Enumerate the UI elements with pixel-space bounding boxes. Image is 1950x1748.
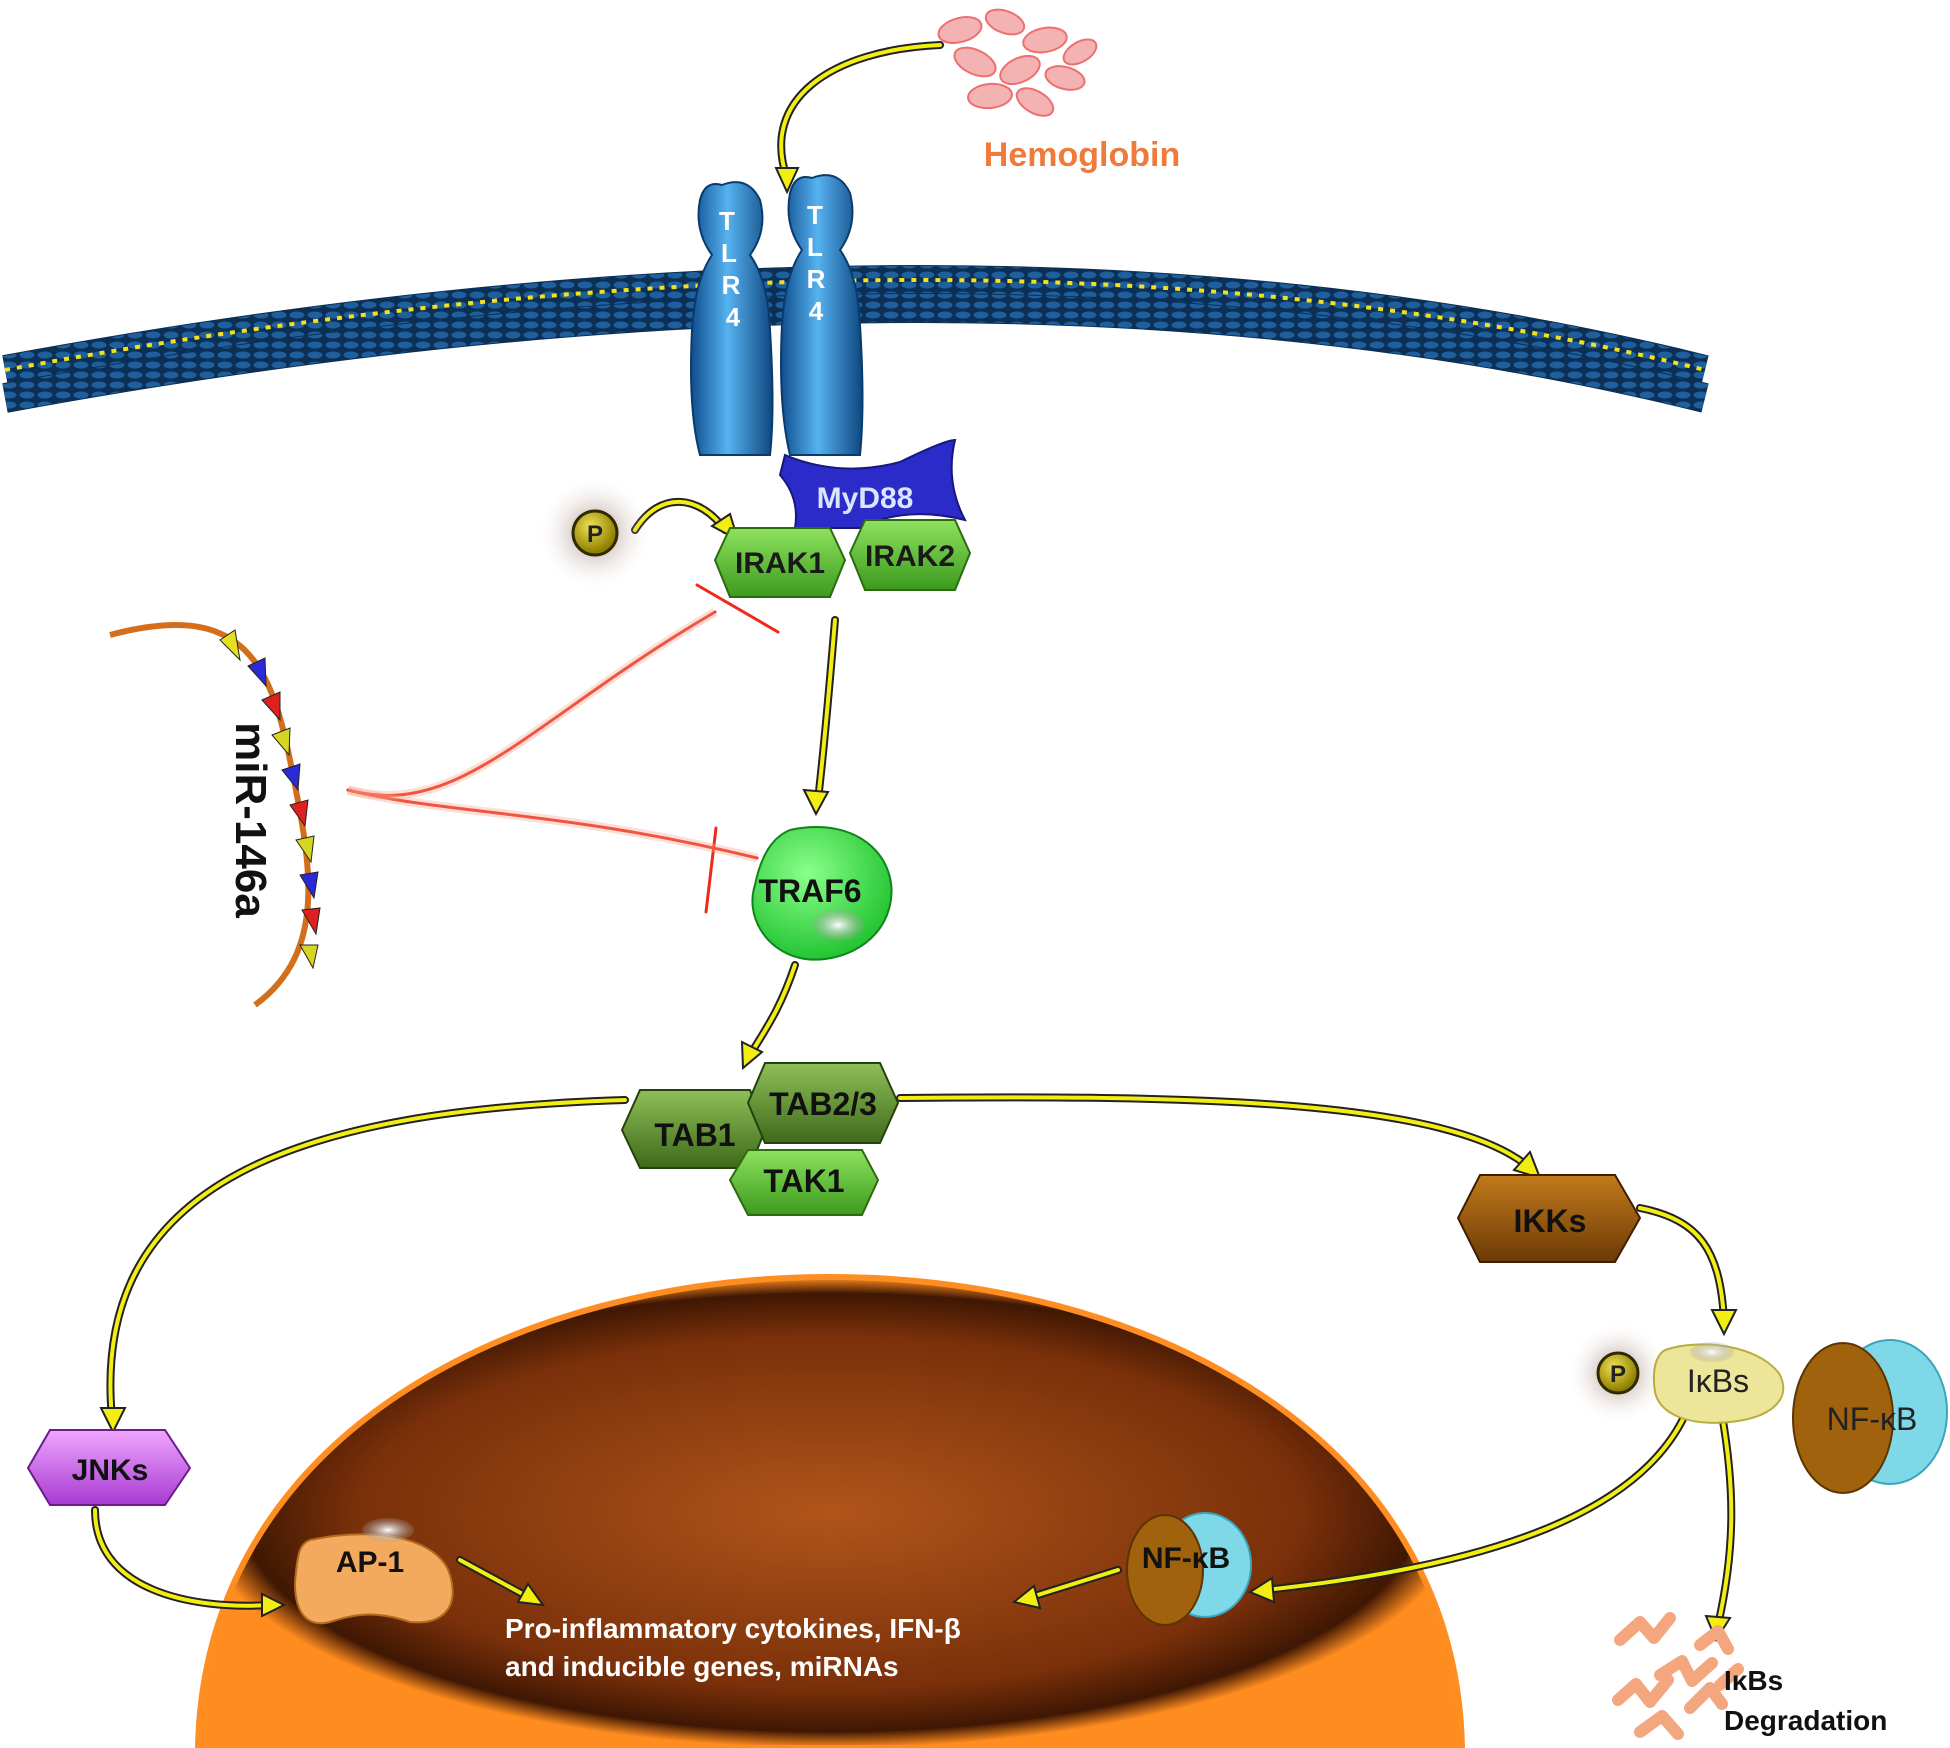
- hemoglobin-molecules: [937, 8, 1098, 117]
- tlr4-receptor-right: [780, 174, 864, 456]
- inhibition-glow: [346, 608, 759, 863]
- genes-line-1: Pro-inflammatory cytokines, IFN-β: [505, 1613, 961, 1644]
- ikks-protein: [1456, 1174, 1642, 1263]
- phosphate-icon-2: [1596, 1351, 1640, 1395]
- nfkb-cytoplasmic-label: NF-κB: [1827, 1401, 1918, 1437]
- nucleus: [194, 1274, 1466, 1748]
- jnks-protein: [26, 1429, 192, 1506]
- phosphate-label-1: P: [587, 521, 603, 548]
- tlr4-right-letter-4: 4: [809, 296, 824, 326]
- ap1-highlight: [362, 1518, 414, 1542]
- mir-146a-strand: [109, 622, 321, 1008]
- myd88-label: MyD88: [817, 482, 914, 515]
- ikbs-degradation-fragments: [1612, 1612, 1744, 1740]
- jnks-label: JNKs: [72, 1454, 149, 1487]
- nfkb-nuclear-label: NF-κB: [1142, 1542, 1230, 1575]
- tak1-protein: [728, 1149, 880, 1216]
- tlr4-left-letter-3: R: [722, 270, 741, 300]
- genes-line-2: and inducible genes, miRNAs: [505, 1651, 899, 1682]
- traf6-label: TRAF6: [758, 873, 861, 909]
- hemoglobin-label: Hemoglobin: [984, 136, 1180, 174]
- tab23-protein: [746, 1062, 900, 1144]
- irak2-label: IRAK2: [865, 540, 955, 573]
- tab1-label: TAB1: [654, 1117, 735, 1153]
- tab23-label: TAB2/3: [769, 1086, 877, 1122]
- ap1-protein: [294, 1533, 454, 1625]
- traf6-highlight: [812, 909, 864, 941]
- tlr4-right-letter-2: L: [807, 232, 823, 262]
- ikbs-label: IκBs: [1687, 1363, 1749, 1399]
- tlr4-left-letter-4: 4: [726, 302, 741, 332]
- ikks-label: IKKs: [1514, 1203, 1587, 1239]
- mir-146a-inhibition: [346, 583, 780, 914]
- tak1-label: TAK1: [763, 1163, 844, 1199]
- cell-membrane: [2, 265, 1709, 413]
- tlr4-right-letter-3: R: [807, 264, 826, 294]
- irak1-protein: [713, 527, 847, 598]
- ap1-label: AP-1: [336, 1546, 404, 1579]
- ikbs-highlight: [1690, 1342, 1734, 1362]
- tlr4-left-letter-1: T: [719, 206, 735, 236]
- phosphate-icon-1: [571, 509, 619, 557]
- nfkb-nuclear: [1126, 1512, 1252, 1626]
- irak1-label: IRAK1: [735, 547, 825, 580]
- ikbs-degradation-line-1: IκBs: [1724, 1665, 1783, 1696]
- tlr4-receptor-left: [690, 181, 774, 456]
- ikbs-degradation-line-2: Degradation: [1724, 1705, 1887, 1736]
- mir-146a-label: miR-146a: [226, 722, 275, 918]
- phosphate-label-2: P: [1610, 1361, 1626, 1388]
- irak2-protein: [848, 519, 972, 591]
- tlr4-right-letter-1: T: [807, 200, 823, 230]
- tlr4-left-letter-2: L: [721, 238, 737, 268]
- nfkb-cytoplasmic: [1792, 1339, 1948, 1494]
- ikbs-protein: [1652, 1343, 1785, 1424]
